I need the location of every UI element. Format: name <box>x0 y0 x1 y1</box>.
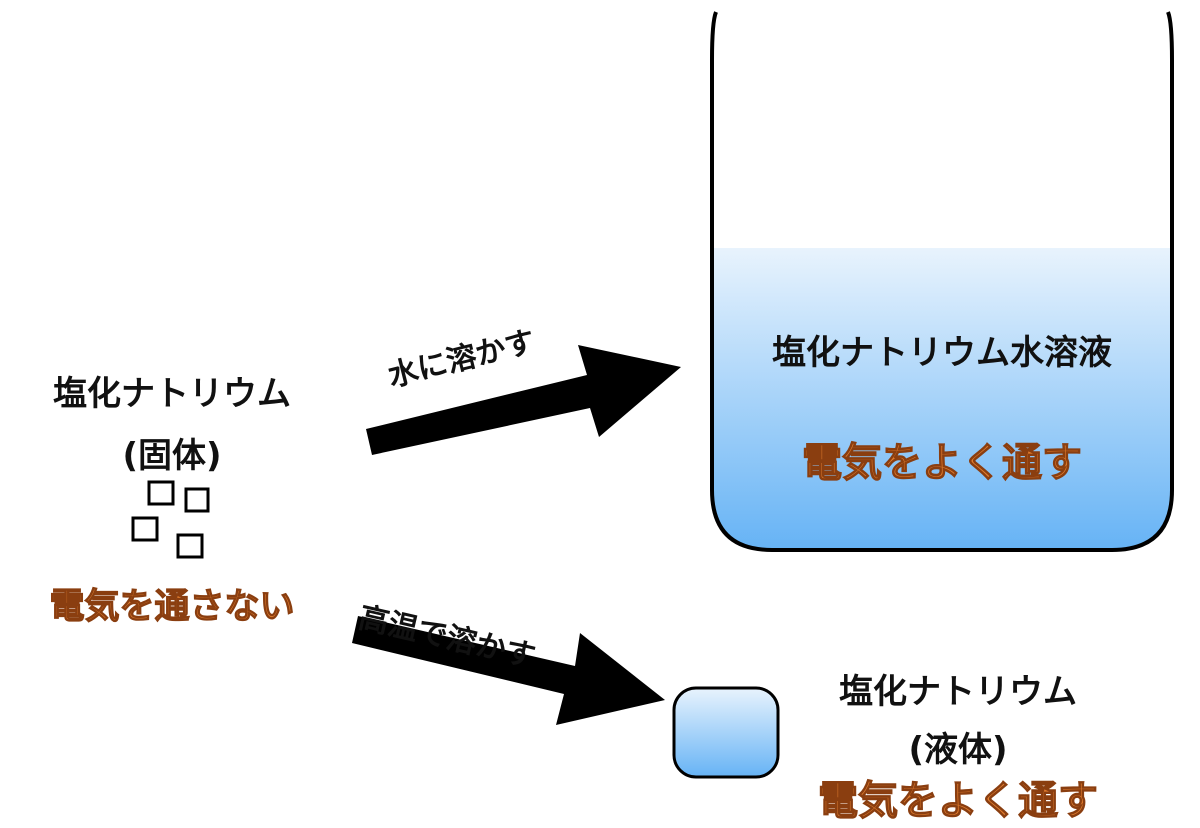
beaker-outline <box>710 11 1174 552</box>
beaker-solution-fill <box>712 248 1172 550</box>
liquid-state-label: (液体) <box>908 730 1008 770</box>
arrow-to-solution <box>366 345 681 455</box>
solid-state-label: (固体) <box>122 436 222 476</box>
solid-conductivity-label: 電気を通さない <box>49 586 295 627</box>
solution-name-label: 塩化ナトリウム水溶液 <box>772 333 1112 373</box>
arrow-to-liquid <box>352 616 665 725</box>
crystal-square <box>147 480 175 506</box>
solid-name-label: 塩化ナトリウム <box>53 374 291 414</box>
solution-conductivity-label: 電気をよく通す <box>801 439 1082 486</box>
liquid-conductivity-label: 電気をよく通す <box>817 777 1098 824</box>
crystal-square <box>176 533 204 559</box>
molten-salt-blob <box>672 686 780 779</box>
crystal-square <box>184 487 210 513</box>
crystal-square <box>131 516 159 542</box>
liquid-name-label: 塩化ナトリウム <box>839 672 1077 712</box>
